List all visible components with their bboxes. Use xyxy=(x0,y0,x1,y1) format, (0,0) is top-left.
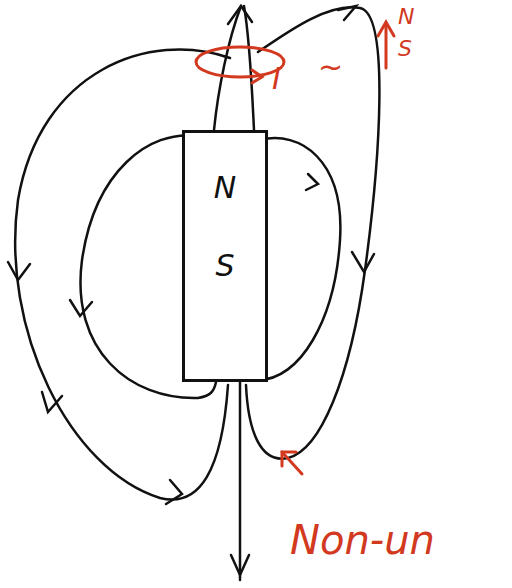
field-arrow xyxy=(70,300,92,316)
leader-arrow xyxy=(282,452,302,474)
field-arrow xyxy=(352,252,374,272)
field-line xyxy=(258,138,340,380)
annotation-label: S xyxy=(398,38,412,60)
annotation-label: N xyxy=(398,6,414,28)
leader-arrow xyxy=(282,452,296,466)
pole-label: S xyxy=(185,251,265,281)
dipole-arrow xyxy=(378,22,394,36)
field-arrow xyxy=(306,174,318,190)
field-arrow xyxy=(8,262,30,280)
pole-label: N xyxy=(185,173,265,203)
current-arrow xyxy=(252,70,262,83)
field-arrow xyxy=(42,392,62,412)
field-arrow xyxy=(228,6,252,24)
dipole-arrow xyxy=(385,24,388,68)
field-arrow xyxy=(231,555,249,575)
annotation-label: Non-un xyxy=(290,520,435,560)
field-arrow xyxy=(338,6,356,20)
annotation-label: ~ xyxy=(318,52,343,82)
current-loop xyxy=(196,47,284,77)
field-line xyxy=(239,382,242,580)
field-line xyxy=(244,6,254,130)
bar-magnet: NS xyxy=(182,130,268,382)
field-arrow xyxy=(166,480,182,504)
annotation-label: I xyxy=(272,64,281,94)
